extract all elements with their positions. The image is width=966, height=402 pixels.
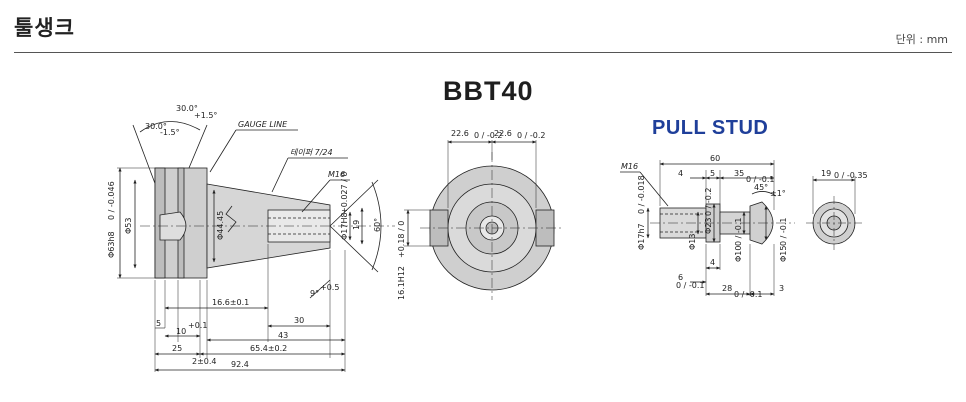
d-4445-label: Φ44.45 — [216, 211, 225, 240]
end-d-tol: 0 / -0.35 — [834, 171, 868, 180]
ps-d-23-label: Φ23 — [704, 218, 713, 234]
ps-d-17-label: Φ17h7 — [637, 223, 646, 250]
dim-65-4-label: 65.4±0.2 — [250, 344, 287, 353]
dim-9-tol: +0.5 — [320, 283, 339, 292]
ps-dim-3-label: 3 — [779, 284, 784, 293]
pull-stud-side-view — [620, 160, 795, 296]
angle-top-tol: +1.5° — [194, 111, 217, 120]
angle-60-label: 60° — [373, 218, 382, 232]
side-h-label: 16.1H12 — [397, 266, 406, 300]
dim-25-label: 25 — [172, 344, 182, 353]
ps-dim-28-tol: 0 / -0.1 — [734, 290, 762, 299]
gauge-line-label: GAUGE LINE — [238, 120, 288, 129]
dim-10-tol: +0.1 — [188, 321, 207, 330]
bbt40-side-view — [117, 121, 395, 372]
dim-9-label: 9° — [310, 289, 319, 298]
dim-10-label: 10 — [176, 327, 186, 336]
ps-d-17-tol: 0 / -0.018 — [637, 175, 646, 214]
bbt40-end-view — [404, 140, 564, 300]
ps-dim-4-label: 4 — [678, 169, 683, 178]
angle-side-tol: -1.5° — [160, 128, 180, 137]
ps-dim-60-label: 60 — [710, 154, 720, 163]
dim-30-label: 30 — [294, 316, 304, 325]
taper-label: 테이퍼 7/24 — [290, 148, 333, 157]
ps-dim-35-tol: 0 / -0.1 — [746, 175, 774, 184]
d-flange-tol: 0 / -0.046 — [107, 181, 116, 220]
d-17h8-tol: +0.027 / 0 — [340, 172, 349, 214]
ps-d-23-tol: 0 / -0.2 — [704, 188, 713, 216]
dim-92-4-label: 92.4 — [231, 360, 249, 369]
side-w2-tol: 0 / -0.2 — [517, 131, 545, 140]
header-divider — [14, 52, 952, 53]
dim-2-label: 2±0.4 — [192, 357, 217, 366]
angle-top-label: 30.0° — [176, 104, 198, 113]
bbt40-title: BBT40 — [443, 76, 534, 106]
ps-d-15-tol: 0 / -0.1 — [779, 218, 788, 246]
ps-angle-45-tol: ±1° — [770, 189, 786, 198]
d-53-label: Φ53 — [124, 218, 133, 234]
ps-angle-45-label: 45° — [754, 183, 768, 192]
side-w2-label: 22.6 — [494, 129, 512, 138]
ps-dim-5-label: 5 — [710, 169, 715, 178]
page-title: 툴생크 — [14, 16, 75, 40]
side-h-tol: +0.18 / 0 — [397, 221, 406, 258]
dim-16-6-label: 16.6±0.1 — [212, 298, 249, 307]
end-d-label: 19 — [821, 169, 831, 178]
bbt-m16-label: M16 — [328, 170, 345, 179]
ps-dim-4b-label: 4 — [710, 258, 715, 267]
ps-dim-6-label: 6 — [678, 273, 683, 282]
ps-d-13-label: Φ13 — [688, 234, 697, 250]
side-w1-label: 22.6 — [451, 129, 469, 138]
unit-label: 단위 : mm — [895, 33, 948, 46]
angle-side-label: 30.0° — [145, 122, 167, 131]
pull-stud-end-view — [806, 176, 862, 250]
ps-d-15-label: Φ15 — [779, 246, 788, 262]
dim-5-label: 5 — [156, 319, 161, 328]
d-flange-label: Φ63h8 — [107, 231, 116, 258]
ps-dim-28-label: 28 — [722, 284, 732, 293]
dim-43-label: 43 — [278, 331, 288, 340]
side-w1-tol: 0 / -0.2 — [474, 131, 502, 140]
ps-dim-35-label: 35 — [734, 169, 744, 178]
ps-m16-label: M16 — [621, 162, 638, 171]
pull-stud-title: PULL STUD — [652, 117, 769, 139]
d-17h8-label: Φ17H8 — [340, 212, 349, 240]
ps-d-10-label: Φ10 — [734, 246, 743, 262]
ps-dim-6-tol: 0 / -0.1 — [676, 281, 704, 290]
ps-d-10-tol: 0 / -0.1 — [734, 218, 743, 246]
d-19-label: 19 — [352, 220, 361, 230]
